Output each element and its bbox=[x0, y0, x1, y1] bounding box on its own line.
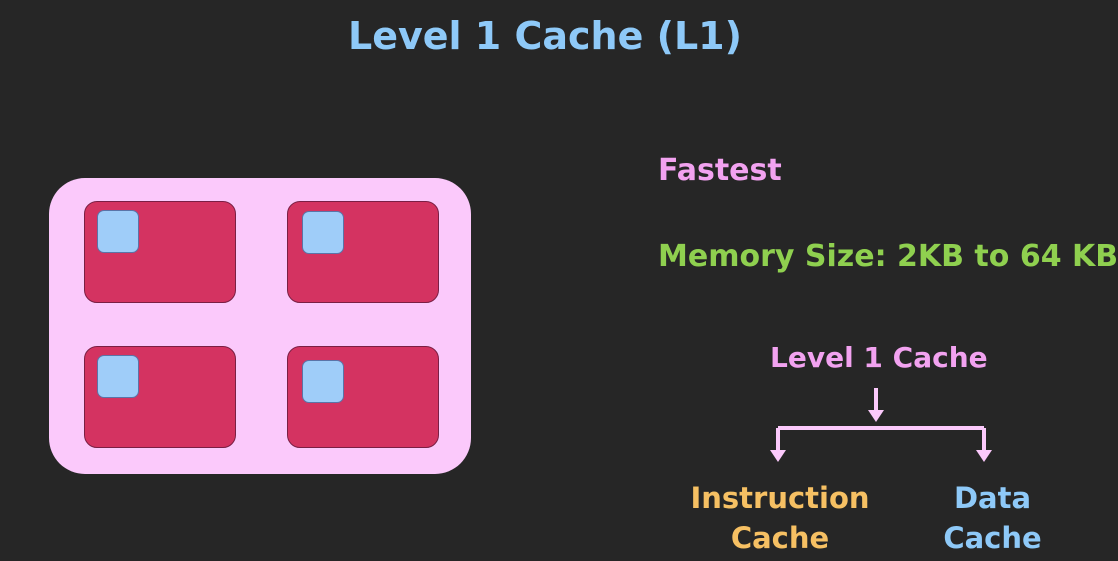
cpu-core-4 bbox=[287, 346, 439, 448]
cpu-core-1 bbox=[84, 201, 236, 303]
instruction-cache-label: Instruction Cache bbox=[690, 478, 870, 558]
fastest-label: Fastest bbox=[658, 153, 782, 188]
core-l1-cache-3 bbox=[97, 355, 139, 398]
data-cache-line-1: Data bbox=[953, 481, 1032, 515]
arrow-down-icon bbox=[770, 450, 786, 462]
data-cache-label: Data Cache bbox=[935, 478, 1050, 558]
core-l1-cache-1 bbox=[97, 210, 139, 253]
memory-size-label: Memory Size: 2KB to 64 KB bbox=[658, 239, 1118, 274]
cpu-core-3 bbox=[84, 346, 236, 448]
cpu-chip-illustration bbox=[49, 178, 471, 474]
page-title: Level 1 Cache (L1) bbox=[348, 14, 742, 58]
hierarchy-root-label: Level 1 Cache bbox=[770, 341, 988, 374]
core-l1-cache-4 bbox=[302, 360, 344, 403]
hierarchy-connector bbox=[770, 388, 992, 462]
instruction-cache-line-1: Instruction bbox=[690, 481, 870, 515]
data-cache-line-2: Cache bbox=[943, 521, 1042, 555]
cpu-core-2 bbox=[287, 201, 439, 303]
core-l1-cache-2 bbox=[302, 211, 344, 254]
arrow-down-icon bbox=[868, 410, 884, 422]
arrow-down-icon bbox=[976, 450, 992, 462]
instruction-cache-line-2: Cache bbox=[730, 521, 830, 555]
